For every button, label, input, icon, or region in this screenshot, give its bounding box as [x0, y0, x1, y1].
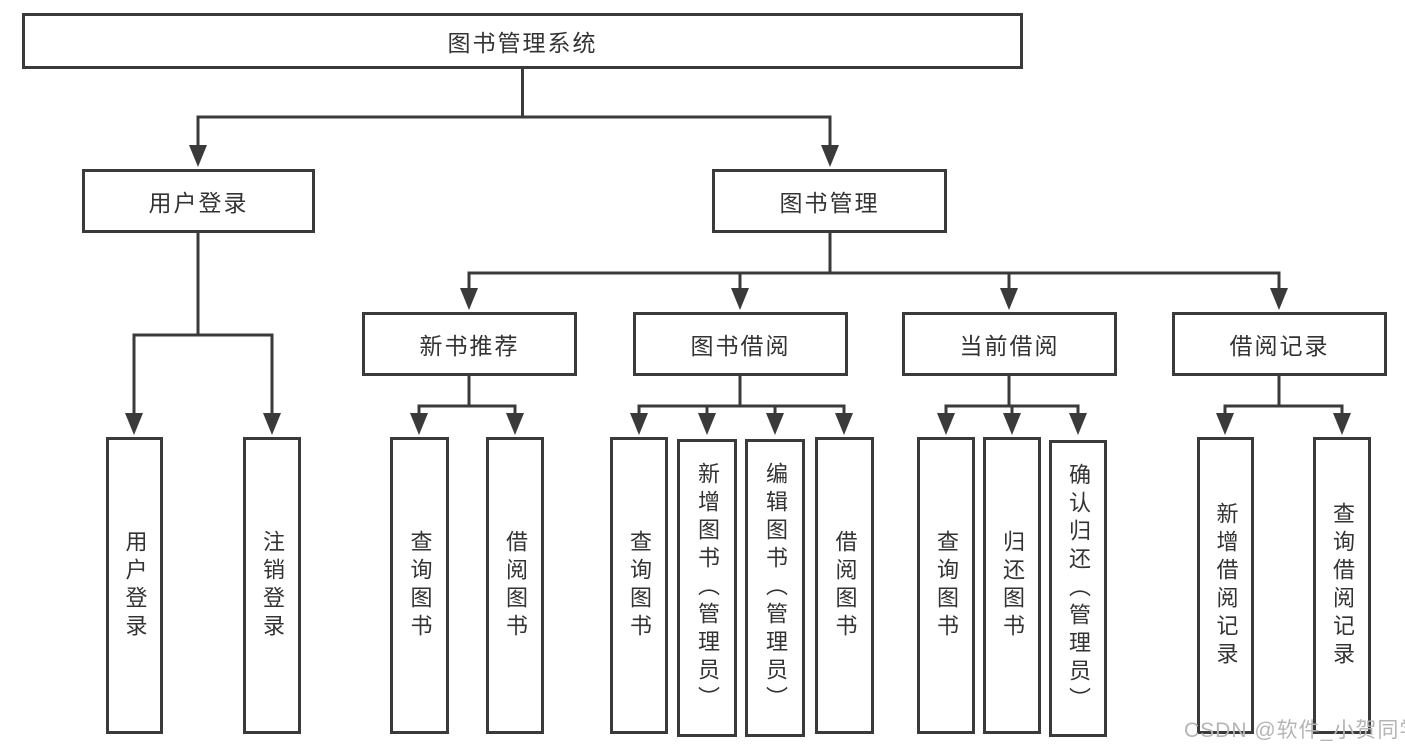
leaf-logout-login: 注销登录 [243, 437, 301, 734]
node-label: 图书管理 [779, 190, 880, 216]
node-label: 当前借阅 [959, 333, 1060, 359]
node-book-management: 图书管理 [712, 169, 947, 233]
leaf-confirm-return-admin: 确认归还（管理员） [1049, 440, 1107, 737]
node-label: 查询图书 [407, 529, 433, 642]
node-label: 用户登录 [148, 190, 249, 216]
node-label: 用户登录 [122, 529, 148, 642]
node-label: 图书借阅 [690, 333, 791, 359]
node-label: 查询借阅记录 [1330, 501, 1355, 670]
leaf-query-borrow-record: 查询借阅记录 [1313, 437, 1371, 734]
node-label: 注销登录 [260, 529, 285, 642]
node-new-book-recommendation: 新书推荐 [362, 312, 577, 376]
node-book-borrowing: 图书借阅 [633, 312, 848, 376]
node-label: 归还图书 [1000, 529, 1025, 642]
leaf-user-login: 用户登录 [106, 437, 163, 734]
leaf-borrow-books-recommend: 借阅图书 [486, 437, 544, 734]
node-label: 借阅图书 [832, 529, 858, 642]
leaf-add-book-admin: 新增图书（管理员） [677, 439, 737, 737]
node-label: 编辑图书（管理员） [763, 462, 788, 714]
node-current-borrowing: 当前借阅 [902, 312, 1117, 376]
leaf-borrow-books-borrowing: 借阅图书 [815, 437, 874, 734]
node-label: 查询图书 [934, 529, 959, 642]
node-library-management-system: 图书管理系统 [22, 13, 1023, 69]
node-label: 查询图书 [627, 529, 652, 642]
leaf-query-books-recommend: 查询图书 [390, 437, 449, 734]
node-user-login: 用户登录 [82, 169, 315, 233]
node-label: 新书推荐 [419, 333, 520, 359]
leaf-return-books: 归还图书 [983, 437, 1041, 734]
node-label: 图书管理系统 [447, 30, 598, 56]
watermark-text: CSDN @软件_小贺同学 [1184, 719, 1405, 742]
node-label: 确认归还（管理员） [1066, 462, 1091, 715]
leaf-edit-book-admin: 编辑图书（管理员） [745, 439, 805, 737]
node-label: 借阅记录 [1229, 333, 1330, 359]
node-label: 新增借阅记录 [1213, 501, 1239, 670]
leaf-query-books-borrowing: 查询图书 [610, 437, 668, 734]
node-label: 借阅图书 [503, 529, 528, 642]
node-label: 新增图书（管理员） [695, 462, 720, 714]
node-borrowing-records: 借阅记录 [1172, 312, 1387, 376]
leaf-query-books-current: 查询图书 [917, 437, 975, 734]
leaf-add-borrow-record: 新增借阅记录 [1197, 437, 1254, 734]
